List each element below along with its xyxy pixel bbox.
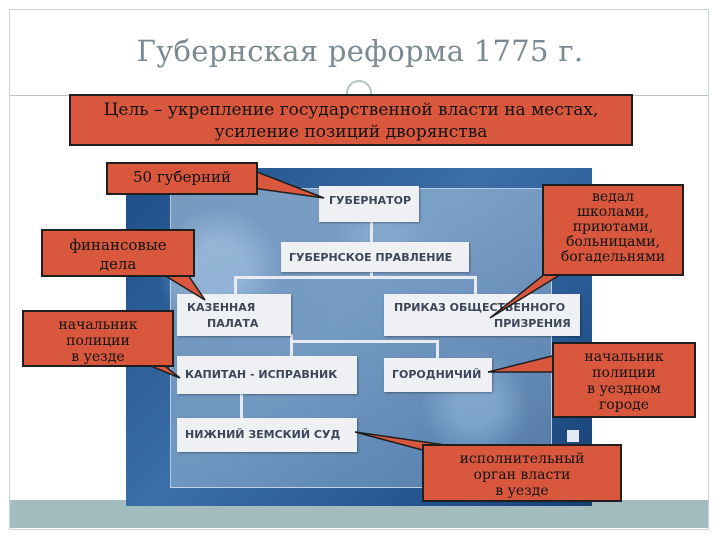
connector-line xyxy=(290,340,438,343)
callout-charity: ведал школами, приютами, больницами, бог… xyxy=(542,184,684,276)
callout-charity-line3: приютами, xyxy=(572,219,654,235)
node-captain-ispravnik: КАПИТАН - ИСПРАВНИК xyxy=(177,356,357,394)
goal-banner: Цель – укрепление государственной власти… xyxy=(69,94,633,146)
node-treasury-chamber: КАЗЕННАЯ ПАЛАТА xyxy=(177,294,291,336)
callout-charity-line4: больницами, xyxy=(565,234,661,250)
callout-district-police-line2: полиции xyxy=(66,333,130,349)
node-provincial-board: ГУБЕРНСКОЕ ПРАВЛЕНИЕ xyxy=(281,242,469,272)
callout-town-police-line4: городе xyxy=(598,397,650,413)
callout-provinces-text: 50 губерний xyxy=(132,168,232,186)
node-charity-label-line2: ПРИЗРЕНИЯ xyxy=(494,317,571,330)
node-lower-zemsky-court: НИЖНИЙ ЗЕМСКИЙ СУД xyxy=(177,418,357,452)
connector-line xyxy=(290,334,293,356)
callout-district-police-line1: начальник xyxy=(58,317,138,333)
connector-line xyxy=(234,276,237,294)
callout-district-police-line3: в уезде xyxy=(71,349,125,365)
node-provincial-board-label: ГУБЕРНСКОЕ ПРАВЛЕНИЕ xyxy=(289,251,453,264)
callout-charity-line2: школами, xyxy=(576,204,650,220)
node-mayor-label: ГОРОДНИЧИЙ xyxy=(392,368,482,381)
node-governor-label: ГУБЕРНАТОР xyxy=(329,194,412,207)
callout-charity-line1: ведал xyxy=(591,189,635,205)
callout-town-police: начальник полиции в уездном городе xyxy=(552,342,696,418)
callout-finance: финансовые дела xyxy=(41,229,195,277)
callout-town-police-line3: в уездном xyxy=(587,381,661,397)
connector-line xyxy=(370,270,373,279)
node-gorodnichiy: ГОРОДНИЧИЙ xyxy=(384,358,492,392)
callout-town-police-line2: полиции xyxy=(592,365,656,381)
callout-finance-line1: финансовые xyxy=(69,236,167,254)
callout-executive-line3: в уезде xyxy=(495,483,549,499)
node-treasury-label-line1: КАЗЕННАЯ xyxy=(187,301,256,314)
callout-executive-line1: исполнительный xyxy=(459,451,585,467)
callout-finance-line2: дела xyxy=(99,255,137,273)
callout-provinces: 50 губерний xyxy=(106,162,258,195)
connector-line xyxy=(474,276,477,294)
callout-town-police-line1: начальник xyxy=(584,349,664,365)
slide-frame xyxy=(9,9,709,530)
callout-charity-line5: богадельнями xyxy=(560,249,666,265)
decor-square xyxy=(567,430,579,442)
slide-title: Губернская реформа 1775 г. xyxy=(136,34,584,68)
node-public-charity-office: ПРИКАЗ ОБЩЕСТВЕННОГО ПРИЗРЕНИЯ xyxy=(384,294,580,336)
node-lower-court-label: НИЖНИЙ ЗЕМСКИЙ СУД xyxy=(185,428,341,441)
callout-executive-body: исполнительный орган власти в уезде xyxy=(422,444,622,502)
goal-line-2: усиление позиций дворянства xyxy=(214,122,488,142)
node-governor: ГУБЕРНАТОР xyxy=(319,186,419,222)
goal-line-1: Цель – укрепление государственной власти… xyxy=(103,100,599,120)
callout-district-police: начальник полиции в уезде xyxy=(22,310,174,367)
node-treasury-label-line2: ПАЛАТА xyxy=(207,317,259,330)
callout-executive-line2: орган власти xyxy=(473,467,571,483)
title-area xyxy=(10,10,708,90)
node-charity-label-line1: ПРИКАЗ ОБЩЕСТВЕННОГО xyxy=(394,301,566,314)
connector-line xyxy=(436,340,439,358)
connector-line xyxy=(370,222,373,242)
connector-line xyxy=(240,394,243,418)
node-captain-label: КАПИТАН - ИСПРАВНИК xyxy=(185,368,338,381)
connector-line xyxy=(234,276,476,279)
